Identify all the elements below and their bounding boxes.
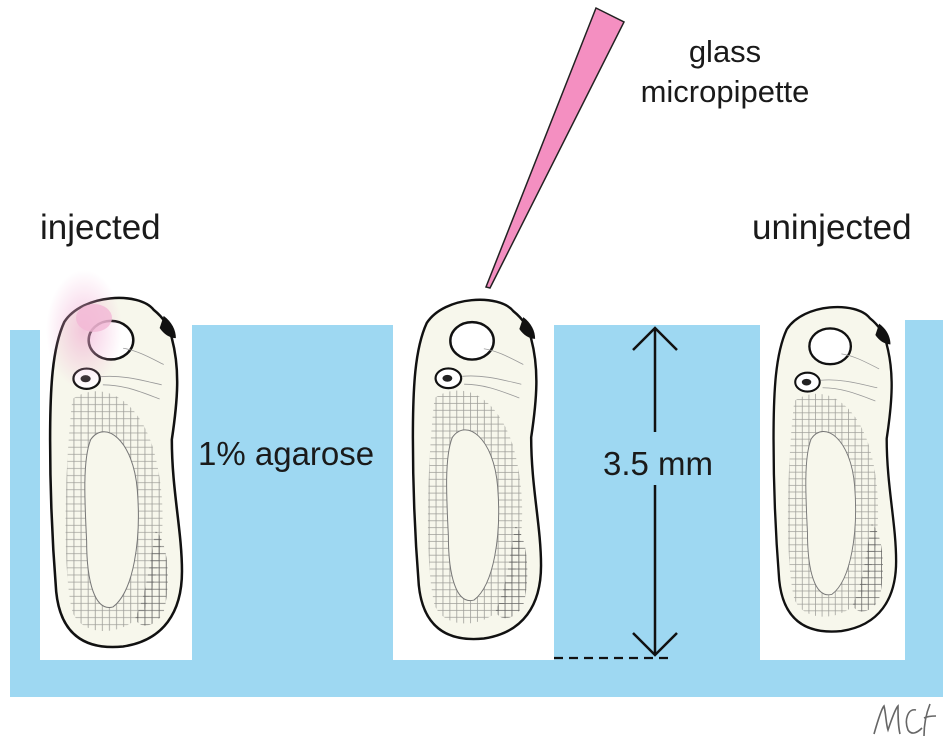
injected-label: injected: [40, 208, 161, 248]
injected-embryo: [46, 270, 182, 647]
depth-measurement-label: 3.5 mm: [601, 443, 715, 485]
artist-signature: [870, 700, 940, 740]
agarose-label: 1% agarose: [198, 435, 374, 473]
middle-embryo: [413, 300, 541, 639]
micropipette-label: glass micropipette: [630, 32, 820, 112]
injection-site-mark: [46, 270, 122, 390]
micropipette-label-line2: micropipette: [630, 72, 820, 112]
micropipette-label-line1: glass: [630, 32, 820, 72]
glass-micropipette: [486, 8, 624, 288]
uninjected-embryo: [774, 307, 897, 632]
uninjected-label: uninjected: [752, 208, 912, 248]
